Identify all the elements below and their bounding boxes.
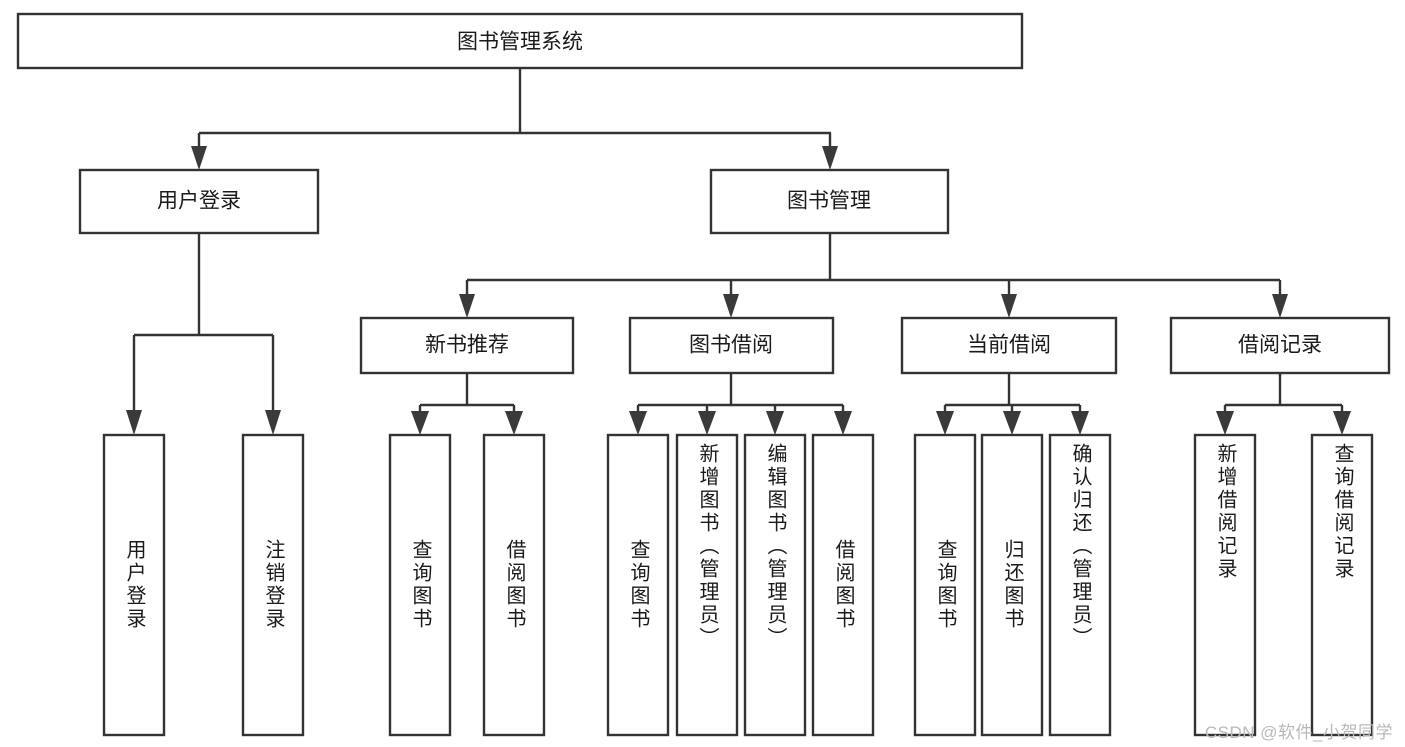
node-book-manage-label: 图书管理 [787,190,871,213]
connector-borrow-record-to-leaves [1216,373,1351,435]
arrow-head-leaf-query-book-current [936,411,954,435]
node-borrow-record-label: 借阅记录 [1238,334,1322,357]
leaf-nodes-layer [102,433,1374,737]
arrow-head-leaf-confirm-return [1071,411,1089,435]
node-book-manage[interactable]: 图书管理 [709,168,950,235]
arrow-head-leaf-query-book-borrow [629,411,647,435]
node-new-book-recommend-label: 新书推荐 [425,334,509,357]
node-user-login-label: 用户登录 [157,190,241,213]
node-root-box[interactable] [16,12,1024,70]
node-current-borrow[interactable]: 当前借阅 [900,316,1118,375]
leaf-return-book-box[interactable] [980,433,1044,737]
leaf-query-book-borrow-box[interactable] [606,433,670,737]
connector-book-borrow-to-leaves [629,373,852,435]
connectors-layer [126,68,1351,435]
node-book-manage-box[interactable] [709,168,950,235]
connector-book-manage-to-level3 [459,233,1288,318]
node-book-borrow[interactable]: 图书借阅 [628,316,835,375]
arrow-head-borrow-record [1272,294,1288,318]
node-book-borrow-box[interactable] [628,316,835,375]
leaf-confirm-return-box[interactable] [1048,433,1112,737]
leaf-user-login-box[interactable] [102,433,166,737]
arrow-head-leaf-query-borrow-record [1333,411,1351,435]
arrow-head-current-borrow [1001,294,1017,318]
arrow-head-leaf-user-login [126,410,142,435]
arrow-head-leaf-edit-book [766,411,784,435]
nodes-layer: 图书管理系统 用户登录 图书管理 新书推荐 图书借阅 当前 [16,12,1391,737]
arrow-head-leaf-add-book [698,411,716,435]
node-current-borrow-label: 当前借阅 [967,334,1051,357]
node-user-login-box[interactable] [78,168,320,235]
connector-current-borrow-to-leaves [936,373,1089,435]
arrow-head-leaf-logout-login [265,410,281,435]
leaf-add-borrow-record-box[interactable] [1193,433,1257,737]
node-root[interactable]: 图书管理系统 [16,12,1024,70]
leaf-query-book-recommend-box[interactable] [388,433,452,737]
leaf-logout-login-box[interactable] [241,433,305,737]
connector-root-to-level2 [191,68,838,170]
leaf-add-book-box[interactable] [675,433,739,737]
node-new-book-recommend[interactable]: 新书推荐 [359,316,575,375]
arrow-head-leaf-query-book-recommend [411,411,429,435]
leaf-borrow-book-recommend-box[interactable] [482,433,546,737]
connector-new-book-recommend-to-leaves [411,373,523,435]
arrow-head-leaf-return-book [1003,411,1021,435]
leaf-edit-book-box[interactable] [743,433,807,737]
arrow-head-leaf-add-borrow-record [1216,411,1234,435]
leaf-query-borrow-record-box[interactable] [1310,433,1374,737]
arrow-head-user-login [191,146,207,170]
leaf-query-book-current-box[interactable] [913,433,977,737]
arrow-head-leaf-borrow-book [834,411,852,435]
arrow-head-book-borrow [723,294,739,318]
node-new-book-recommend-box[interactable] [359,316,575,375]
leaf-borrow-book-box[interactable] [811,433,875,737]
connector-user-login-to-leaves [126,233,281,435]
node-borrow-record[interactable]: 借阅记录 [1169,316,1391,375]
arrow-head-book-manage [822,146,838,170]
arrow-head-leaf-borrow-book-recommend [505,411,523,435]
node-book-borrow-label: 图书借阅 [689,334,773,357]
node-root-label: 图书管理系统 [457,31,583,54]
node-borrow-record-box[interactable] [1169,316,1391,375]
arrow-head-new-book-recommend [459,294,475,318]
node-user-login[interactable]: 用户登录 [78,168,320,235]
node-current-borrow-box[interactable] [900,316,1118,375]
